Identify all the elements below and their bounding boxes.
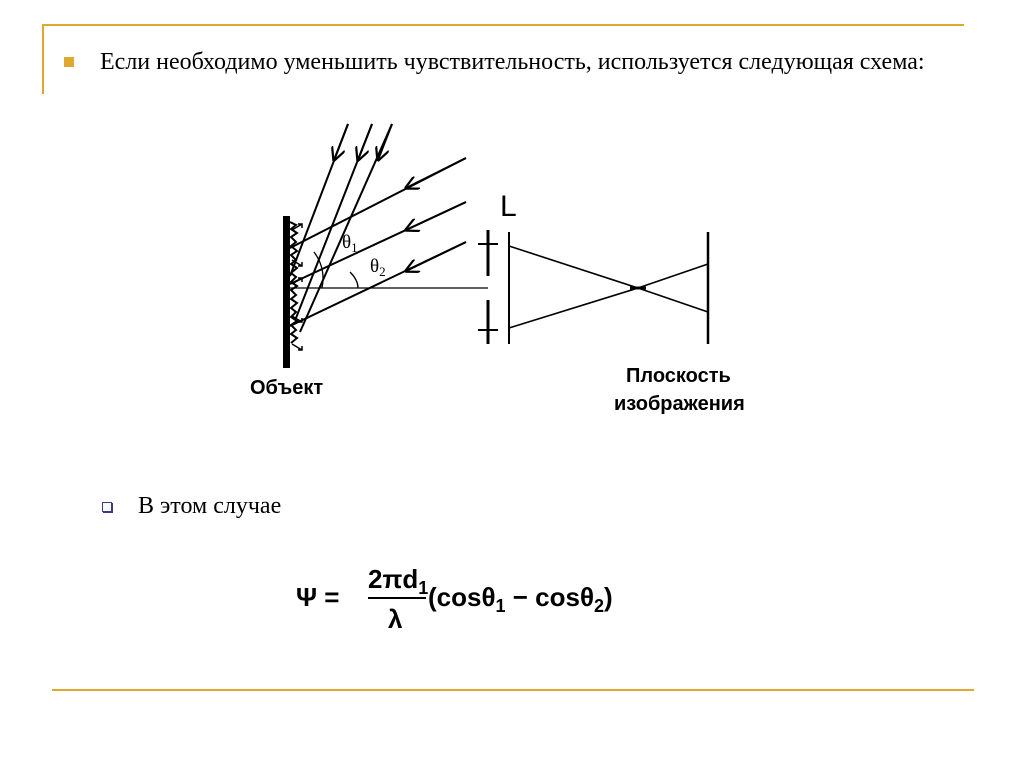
steep-incident-rays [289, 123, 393, 333]
diagram-svg: θ1 θ2 L Объект Плоскость изображения [250, 123, 745, 415]
formula-svg: Ψ = 2πd1 λ (cosθ1 − cosθ2) [296, 564, 613, 634]
theta2-label: θ2 [370, 256, 386, 279]
object-label: Объект [250, 377, 323, 399]
bottom-rule [52, 689, 974, 691]
image-plane-label-1: Плоскость [626, 365, 731, 387]
formula-numerator: 2πd1 [368, 564, 428, 598]
theta1-label: θ1 [342, 232, 358, 255]
optical-scheme-diagram: θ1 θ2 L Объект Плоскость изображения [230, 118, 790, 438]
left-rule [42, 24, 44, 94]
top-rule [42, 24, 964, 26]
lens-aperture [478, 230, 510, 344]
hollow-square-bullet-icon [102, 502, 112, 512]
angle-arcs [290, 251, 488, 289]
shallow-incident-rays [289, 157, 467, 327]
lens-label: L [500, 190, 517, 223]
converging-beams [508, 245, 709, 329]
formula-denominator: λ [388, 604, 403, 634]
phase-formula: Ψ = 2πd1 λ (cosθ1 − cosθ2) [294, 558, 654, 638]
image-plane-label-2: изображения [614, 393, 745, 415]
sub-bullet-text: В этом случае [138, 493, 282, 519]
object-surface [283, 216, 299, 368]
bullet-square-icon [64, 57, 74, 67]
formula-cos-terms: (cosθ1 − cosθ2) [428, 582, 613, 616]
formula-lhs: Ψ = [296, 582, 339, 612]
main-bullet-text: Если необходимо уменьшить чувствительнос… [100, 49, 925, 75]
